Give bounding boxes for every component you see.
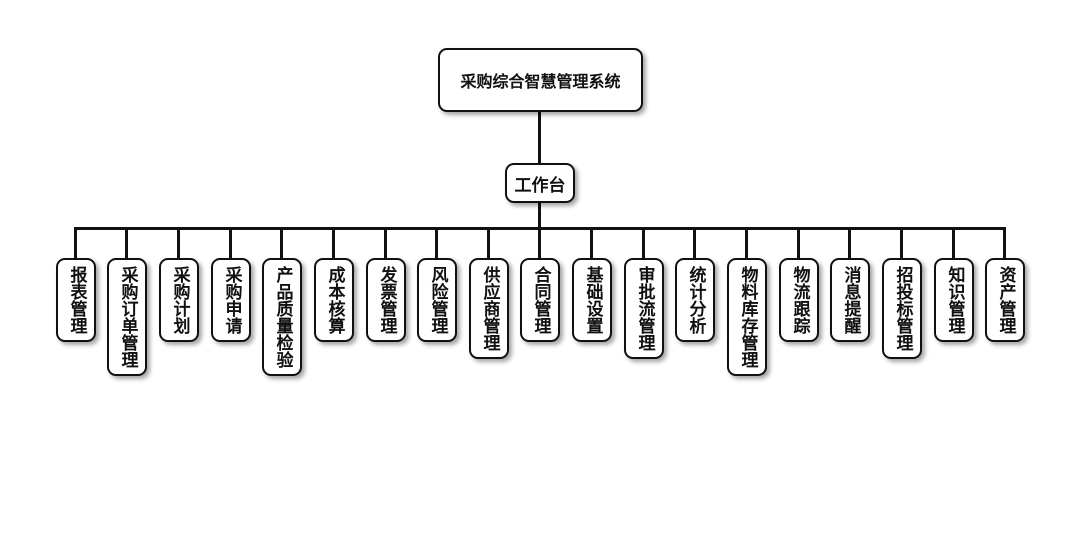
module-node: 产品质量检验 bbox=[262, 258, 302, 376]
connector-drop bbox=[74, 227, 77, 259]
connector-drop bbox=[538, 227, 541, 259]
hub-node-label: 工作台 bbox=[514, 175, 566, 196]
connector-drop bbox=[280, 227, 283, 259]
module-label: 采购计划 bbox=[169, 266, 190, 334]
module-label: 招投标管理 bbox=[892, 266, 913, 351]
module-label: 采购订单管理 bbox=[117, 266, 138, 368]
module-label: 发票管理 bbox=[376, 266, 397, 334]
module-node: 物料库存管理 bbox=[727, 258, 767, 376]
connector-drop bbox=[177, 227, 180, 259]
module-label: 风险管理 bbox=[427, 266, 448, 334]
connector-drop bbox=[900, 227, 903, 259]
hub-node-workbench: 工作台 bbox=[505, 163, 575, 203]
root-node-label: 采购综合智慧管理系统 bbox=[460, 72, 621, 91]
module-node: 基础设置 bbox=[572, 258, 612, 342]
module-node: 发票管理 bbox=[366, 258, 406, 342]
connector-root-to-hub bbox=[538, 112, 541, 163]
module-node: 采购计划 bbox=[159, 258, 199, 342]
module-node: 合同管理 bbox=[520, 258, 560, 342]
module-label: 产品质量检验 bbox=[272, 266, 293, 368]
connector-drop bbox=[797, 227, 800, 259]
module-node: 统计分析 bbox=[675, 258, 715, 342]
connector-drop bbox=[384, 227, 387, 259]
connector-drop bbox=[642, 227, 645, 259]
connector-drop bbox=[590, 227, 593, 259]
module-node: 采购订单管理 bbox=[107, 258, 147, 376]
connector-drop bbox=[229, 227, 232, 259]
module-node: 消息提醒 bbox=[830, 258, 870, 342]
module-label: 供应商管理 bbox=[479, 266, 500, 351]
module-label: 物料库存管理 bbox=[737, 266, 758, 368]
connector-drop bbox=[487, 227, 490, 259]
module-label: 报表管理 bbox=[66, 266, 87, 334]
module-node: 风险管理 bbox=[417, 258, 457, 342]
module-label: 物流跟踪 bbox=[789, 266, 810, 334]
module-node: 资产管理 bbox=[985, 258, 1025, 342]
module-node: 成本核算 bbox=[314, 258, 354, 342]
module-label: 统计分析 bbox=[685, 266, 706, 334]
module-label: 审批流管理 bbox=[634, 266, 655, 351]
module-node: 报表管理 bbox=[56, 258, 96, 342]
module-label: 合同管理 bbox=[530, 266, 551, 334]
connector-hub-to-bus bbox=[538, 203, 541, 228]
module-node: 审批流管理 bbox=[624, 258, 664, 359]
module-node: 物流跟踪 bbox=[779, 258, 819, 342]
root-node-title: 采购综合智慧管理系统 bbox=[438, 48, 643, 112]
module-label: 知识管理 bbox=[944, 266, 965, 334]
connector-drop bbox=[1003, 227, 1006, 259]
connector-drop bbox=[125, 227, 128, 259]
module-node: 知识管理 bbox=[934, 258, 974, 342]
module-label: 采购申请 bbox=[221, 266, 242, 334]
connector-drop bbox=[848, 227, 851, 259]
module-node: 采购申请 bbox=[211, 258, 251, 342]
connector-drop bbox=[435, 227, 438, 259]
module-label: 成本核算 bbox=[324, 266, 345, 334]
module-node: 招投标管理 bbox=[882, 258, 922, 359]
module-label: 消息提醒 bbox=[840, 266, 861, 334]
connector-drop bbox=[332, 227, 335, 259]
module-node: 供应商管理 bbox=[469, 258, 509, 359]
module-label: 基础设置 bbox=[582, 266, 603, 334]
connector-drop bbox=[952, 227, 955, 259]
connector-drop bbox=[693, 227, 696, 259]
module-label: 资产管理 bbox=[995, 266, 1016, 334]
connector-drop bbox=[745, 227, 748, 259]
